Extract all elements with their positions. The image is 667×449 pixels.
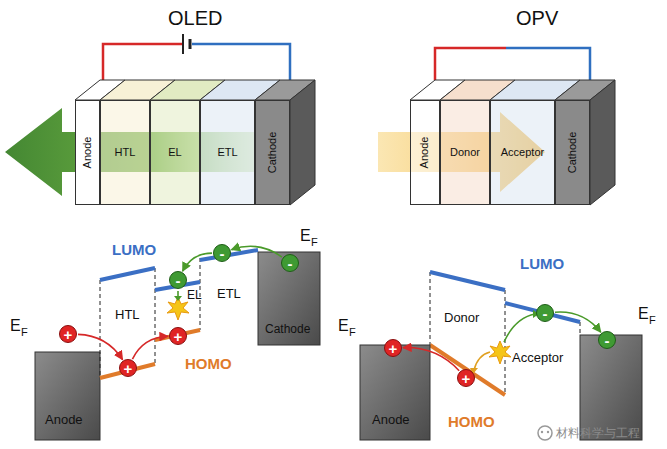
device-layer: Anode [410, 100, 440, 205]
node-text: ETL [217, 147, 237, 158]
node-text: + [174, 329, 183, 344]
device-layer: EL [150, 100, 200, 205]
node-text: EL [168, 147, 181, 158]
node-text: - [543, 306, 548, 321]
device-layer: Cathode [255, 100, 290, 205]
node-text: Donor [450, 147, 480, 158]
node-text: Anode [372, 413, 410, 426]
fermi-level-label: F [649, 315, 656, 326]
energy-level-label: HOMO [185, 356, 232, 371]
node-text: HTL [115, 147, 136, 158]
fermi-level-label: E [338, 318, 349, 334]
charge-carrier: - [213, 244, 231, 262]
node-text: Anode [420, 137, 431, 169]
circuit-wire [103, 34, 590, 80]
node-text: Acceptor [501, 147, 544, 158]
charge-transfer-arrow [403, 348, 459, 371]
fermi-level-label: E [300, 228, 311, 244]
node-text: Cathode [267, 132, 278, 174]
node-text: + [389, 341, 398, 356]
region-label: Acceptor [510, 350, 565, 365]
region-label: ETL [215, 286, 243, 301]
device-title: OLED [168, 8, 222, 28]
node-text: + [64, 327, 73, 342]
fermi-level-label: F [311, 237, 318, 248]
device-layer: Cathode [555, 100, 590, 205]
energy-diagram [35, 250, 642, 440]
charge-carrier: + [169, 327, 187, 345]
charge-carrier: - [169, 271, 187, 289]
energy-level-label: LUMO [520, 256, 564, 271]
device-layer: ETL [200, 100, 255, 205]
region-label: Donor [442, 310, 481, 325]
charge-transfer-arrow [231, 246, 281, 257]
device-title: OPV [516, 8, 558, 28]
device-layer: Anode [75, 100, 100, 205]
charge-carrier: + [457, 369, 475, 387]
fermi-level-label: F [349, 327, 356, 338]
node-text: Cathode [567, 132, 578, 174]
charge-transfer-arrow [78, 334, 123, 359]
charge-carrier: + [119, 359, 137, 377]
transfer-arrow [174, 291, 539, 374]
device-layer: Acceptor [490, 100, 555, 205]
charge-carrier: - [281, 254, 299, 272]
charge-carrier: - [598, 331, 616, 349]
node-text: Anode [45, 413, 83, 426]
watermark-icon [538, 426, 552, 440]
energy-level-label: HOMO [448, 414, 495, 429]
watermark: 材料科学与工程 [556, 427, 640, 439]
node-text: - [605, 333, 610, 348]
exciton-burst [167, 297, 511, 364]
charge-carrier: + [384, 339, 402, 357]
node-text: + [124, 361, 133, 376]
node-text: Anode [82, 137, 93, 169]
node-text: Acceptor [512, 351, 563, 364]
layer-stack [75, 80, 615, 205]
region-label: Cathode [263, 322, 312, 336]
node-text: ETL [217, 287, 241, 300]
node-text: EL [187, 289, 202, 301]
charge-transfer-arrow [132, 336, 168, 359]
energy-level-label: LUMO [112, 242, 156, 257]
node-text: Cathode [265, 323, 310, 335]
charge-carrier: + [59, 325, 77, 343]
node-text: - [176, 273, 181, 288]
charge-transfer-arrow [555, 312, 601, 332]
charge-carrier: - [536, 304, 554, 322]
device-layer: HTL [100, 100, 150, 205]
region-label: HTL [113, 307, 142, 322]
fermi-level-label: F [21, 327, 28, 338]
node-text: HTL [115, 308, 140, 321]
region-label: Anode [43, 412, 85, 427]
device-layer: Donor [440, 100, 490, 205]
node-text: - [288, 256, 293, 271]
region-label: EL [185, 288, 204, 302]
fermi-level-label: E [638, 306, 649, 322]
node-text: Donor [444, 311, 479, 324]
charge-transfer-arrow [183, 253, 212, 271]
fermi-level-label: E [10, 318, 21, 334]
node-text: - [220, 246, 225, 261]
node-text: + [462, 371, 471, 386]
region-label: Anode [370, 412, 412, 427]
